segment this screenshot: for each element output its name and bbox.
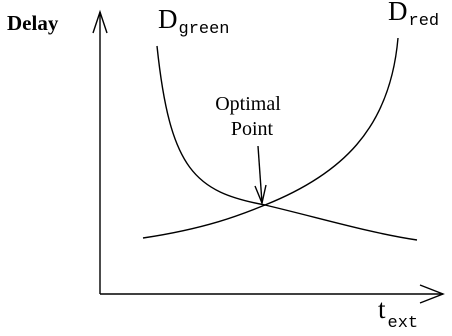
curve-label-red-sub: red (409, 12, 440, 31)
optimal-point-arrowhead (254, 184, 267, 206)
curve-label-red-main: D (388, 0, 408, 26)
x-axis-label-main: t (378, 294, 386, 324)
x-axis-label-sub: ext (388, 314, 419, 333)
x-axis-arrowhead (419, 284, 445, 304)
y-axis-arrowhead (92, 9, 108, 34)
curve-label-green-sub: green (179, 20, 230, 39)
optimal-point-arrow-shaft (257, 145, 263, 204)
curve-green (156, 45, 418, 241)
curve-label-red: Dred (388, 0, 439, 31)
curve-label-green: Dgreen (158, 4, 230, 39)
y-axis-label: Delay (7, 11, 59, 35)
optimal-point-label-line1: Optimal (215, 93, 281, 115)
curve-red (142, 37, 399, 239)
curve-label-green-main: D (158, 4, 178, 34)
optimal-point-label-line2: Point (231, 118, 274, 140)
